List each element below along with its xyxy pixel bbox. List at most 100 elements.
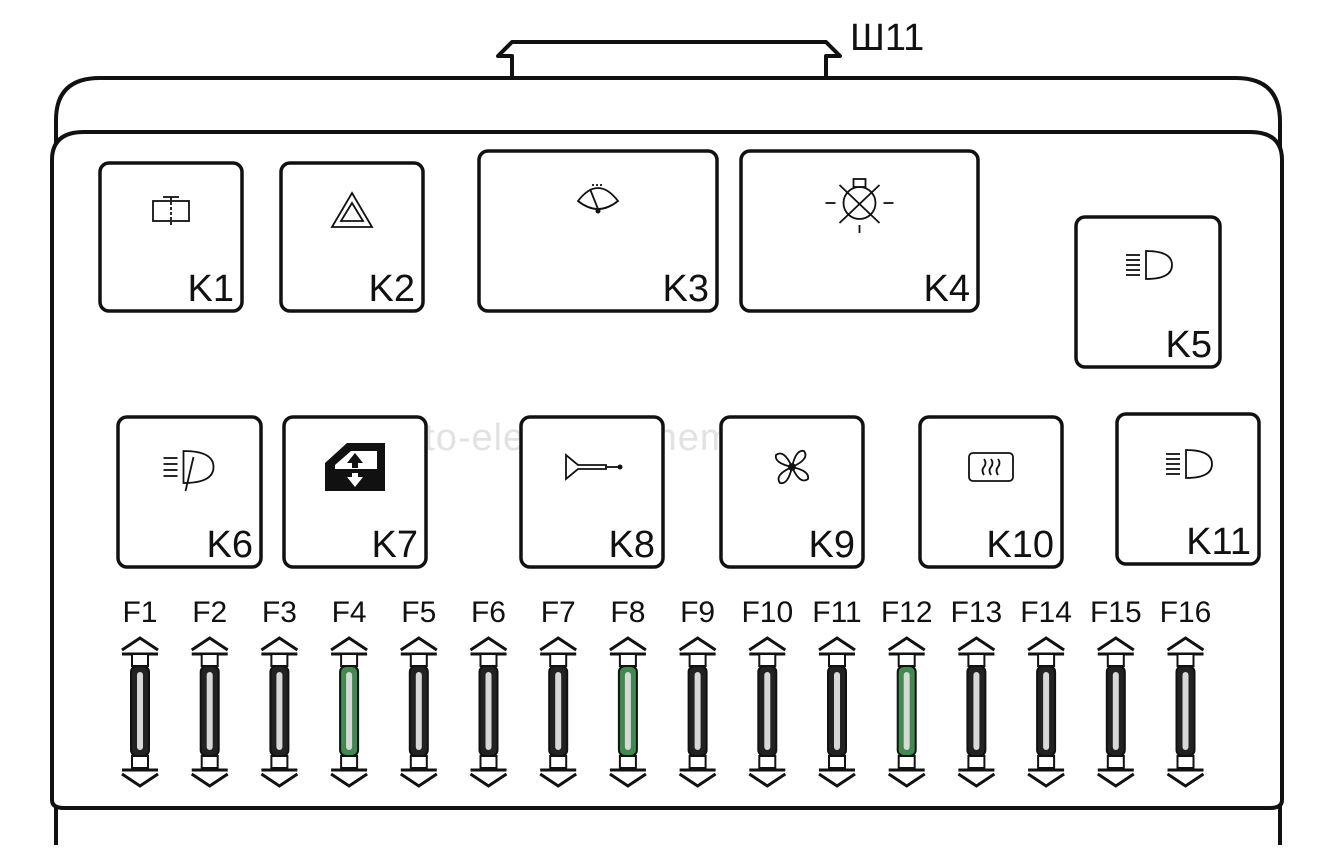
fuse-label: F4 xyxy=(332,596,367,629)
fuse-f16: F16 xyxy=(1160,596,1212,788)
fuse-element xyxy=(694,672,701,750)
fuse-element xyxy=(764,672,771,750)
fuse-f15: F15 xyxy=(1090,596,1142,788)
relay-socket xyxy=(1115,412,1261,566)
connector-tab xyxy=(496,40,842,80)
fuse-label: F2 xyxy=(192,596,227,629)
connector-label: Ш11 xyxy=(850,17,924,59)
fuse-label: F12 xyxy=(881,596,933,629)
relay-label: K6 xyxy=(207,524,253,566)
fuse-clip-bottom xyxy=(121,768,159,788)
fuse-label: F3 xyxy=(262,596,297,629)
fuse-element xyxy=(485,672,492,750)
fuse-element xyxy=(137,672,143,750)
relay-socket xyxy=(282,415,428,569)
lamp-failure-icon xyxy=(825,178,894,233)
relay-socket xyxy=(918,415,1064,569)
horn-icon xyxy=(565,453,623,481)
fuse-label: F10 xyxy=(741,596,793,629)
fuse-clip-bottom xyxy=(190,768,229,788)
headlight-washer-icon xyxy=(163,450,215,492)
low-beam-icon xyxy=(1166,449,1213,479)
fuse-f10: F10 xyxy=(741,596,793,788)
fuse-clip-bottom xyxy=(1166,768,1205,788)
relay-label: K1 xyxy=(188,268,234,310)
relay-label: K3 xyxy=(663,268,709,310)
relay-k11: K11 xyxy=(1115,412,1261,566)
fuse-f14: F14 xyxy=(1020,596,1072,788)
fuse-label: F7 xyxy=(541,596,576,629)
relay-label: K8 xyxy=(609,524,655,566)
fuse-label: F13 xyxy=(951,596,1003,629)
fuse-label: F14 xyxy=(1020,596,1072,629)
fuse-clip-bottom xyxy=(818,768,856,788)
fuse-element xyxy=(346,672,353,750)
relay-k3: K3 xyxy=(477,149,719,313)
relay-socket xyxy=(477,149,719,313)
fuse-f1: F1 xyxy=(121,596,159,788)
power-window-icon xyxy=(325,443,385,491)
fuse-clip-bottom xyxy=(399,768,438,788)
fuse-f6: F6 xyxy=(469,596,508,788)
fuse-clip-bottom xyxy=(748,768,787,788)
fuse-element xyxy=(1182,672,1189,750)
relay-label: K9 xyxy=(809,524,855,566)
fuse-clip-bottom xyxy=(1096,768,1135,788)
relay-socket xyxy=(519,415,665,569)
relay-socket xyxy=(1074,215,1222,369)
fuse-clip-bottom xyxy=(1027,768,1065,788)
relay-k9: K9 xyxy=(719,415,865,569)
fuse-clip-bottom xyxy=(469,768,508,788)
fuse-f9: F9 xyxy=(678,596,717,788)
fuse-f7: F7 xyxy=(539,596,578,788)
fuse-label: F9 xyxy=(680,596,715,629)
fuse-label: F5 xyxy=(401,596,436,629)
fuse-f3: F3 xyxy=(260,596,299,788)
fuse-element xyxy=(276,672,283,750)
relay-k1: K1 xyxy=(98,161,244,313)
fuse-label: F15 xyxy=(1090,596,1142,629)
relay-k10: K10 xyxy=(918,415,1064,569)
fuse-f5: F5 xyxy=(399,596,438,788)
fuse-label: F6 xyxy=(471,596,506,629)
fuse-f8: F8 xyxy=(609,596,647,788)
fuse-element xyxy=(1043,672,1050,750)
fuse-element xyxy=(834,672,840,750)
relay-label: K4 xyxy=(924,268,970,310)
relay-label: K10 xyxy=(986,524,1054,566)
relay-label: K7 xyxy=(372,524,418,566)
fuse-element xyxy=(206,672,213,750)
fuse-clip-bottom xyxy=(609,768,647,788)
relay-socket xyxy=(279,161,425,313)
fuse-clip-bottom xyxy=(887,768,926,788)
fuse-clip-bottom xyxy=(678,768,717,788)
windshield-wiper-icon xyxy=(576,184,620,214)
fuse-element xyxy=(624,672,631,750)
fuse-clip-bottom xyxy=(330,768,368,788)
relay-k8: K8 xyxy=(519,415,665,569)
fuse-label: F16 xyxy=(1160,596,1212,629)
fuse-clip-bottom xyxy=(260,768,299,788)
relay-k4: K4 xyxy=(739,149,980,313)
fuse-clip-bottom xyxy=(957,768,996,788)
relay-socket xyxy=(116,415,263,569)
relay-k6: K6 xyxy=(116,415,263,569)
fuse-label: F8 xyxy=(610,596,645,629)
relay-label: K5 xyxy=(1166,324,1212,366)
relay-k2: K2 xyxy=(279,161,425,313)
fuse-f12: F12 xyxy=(881,596,933,788)
fan-icon xyxy=(774,449,810,485)
high-beam-icon xyxy=(1126,250,1173,280)
relay-label: K2 xyxy=(369,268,415,310)
fuse-element xyxy=(555,672,562,750)
fuse-clip-bottom xyxy=(539,768,578,788)
fuse-label: F1 xyxy=(122,596,157,629)
relay-k5: K5 xyxy=(1074,215,1222,369)
hazard-triangle-icon xyxy=(330,191,374,228)
rear-defrost-icon xyxy=(968,452,1014,482)
relay-socket xyxy=(719,415,865,569)
fuse-f2: F2 xyxy=(190,596,229,788)
